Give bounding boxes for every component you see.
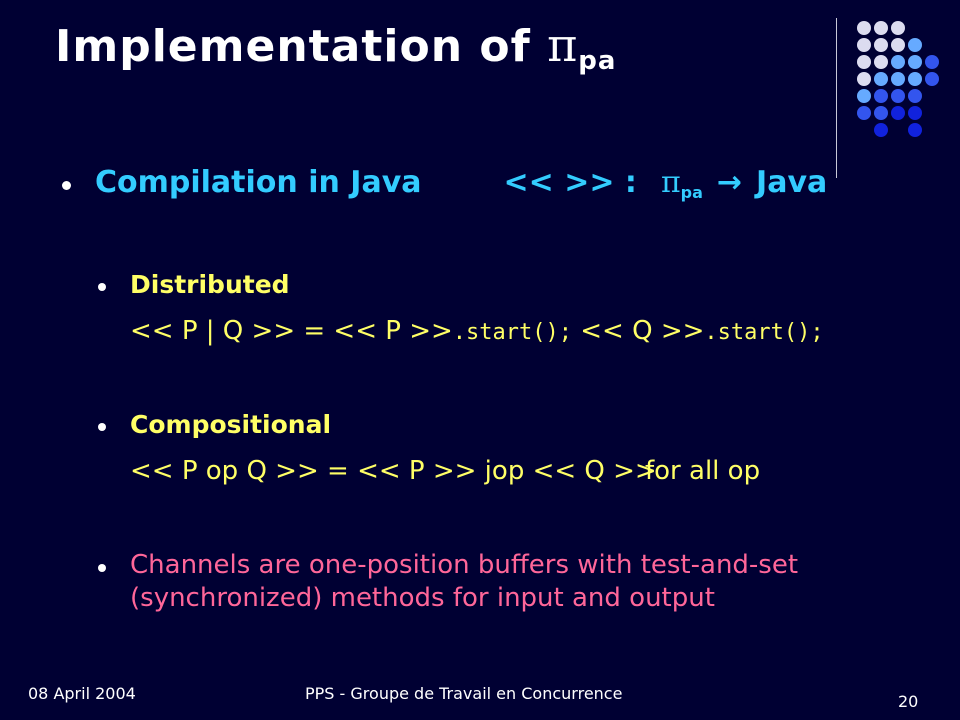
- decor-dot: [857, 72, 871, 86]
- arrow-icon: →: [716, 165, 743, 200]
- decor-dot: [874, 72, 888, 86]
- compositional-formula: << P op Q >> = << P >> jop << Q >>: [130, 456, 657, 486]
- bullet-dot: [98, 423, 106, 431]
- compilation-target: Java: [756, 165, 828, 200]
- decor-dot: [874, 123, 888, 137]
- distributed-formula: << P | Q >> = << P >>.start(); << Q >>.s…: [130, 316, 824, 346]
- compositional-note: for all op: [645, 456, 761, 486]
- decor-dot: [874, 89, 888, 103]
- distributed-code-1: .start();: [452, 320, 572, 345]
- bullet-dot: [62, 181, 71, 190]
- distributed-q: << Q >>: [580, 316, 705, 346]
- decor-dot: [908, 89, 922, 103]
- decor-dot: [874, 38, 888, 52]
- decor-vertical-line: [836, 18, 837, 178]
- channels-line-1: Channels are one-position buffers with t…: [130, 550, 799, 580]
- distributed-lhs: << P | Q >> =: [130, 316, 326, 346]
- footer-page-number: 20: [898, 692, 919, 711]
- pi-subscript: pa: [680, 183, 703, 202]
- distributed-p: << P >>: [333, 316, 453, 346]
- channels-line-2: (synchronized) methods for input and out…: [130, 583, 715, 613]
- bullet-compilation: Compilation in Java << >> : πpa → Java: [95, 165, 827, 202]
- decor-dot: [908, 38, 922, 52]
- decor-dot: [857, 55, 871, 69]
- decor-dot: [925, 55, 939, 69]
- decor-dot: [891, 89, 905, 103]
- decor-dot: [908, 106, 922, 120]
- slide-title: Implementation of πpa: [55, 18, 616, 76]
- decor-dot: [908, 72, 922, 86]
- title-subscript: pa: [578, 46, 617, 76]
- bullet-dot: [98, 564, 106, 572]
- decor-dot: [891, 55, 905, 69]
- decor-dot: [891, 106, 905, 120]
- decor-dot: [857, 89, 871, 103]
- compilation-brackets: << >> :: [503, 165, 637, 200]
- compositional-heading: Compositional: [130, 410, 332, 439]
- decor-dot: [908, 123, 922, 137]
- decor-dot: [891, 38, 905, 52]
- decor-dot: [874, 21, 888, 35]
- compilation-label: Compilation in Java: [95, 165, 422, 200]
- footer-date: 08 April 2004: [28, 684, 136, 703]
- pi-symbol: π: [660, 165, 681, 200]
- decor-dot: [857, 38, 871, 52]
- decor-dot: [908, 55, 922, 69]
- title-text: Implementation of: [55, 21, 548, 72]
- decor-dot: [891, 72, 905, 86]
- decor-dot: [891, 21, 905, 35]
- footer-title: PPS - Groupe de Travail en Concurrence: [305, 684, 623, 703]
- distributed-code-2: .start();: [704, 320, 824, 345]
- decor-dot: [925, 72, 939, 86]
- distributed-heading: Distributed: [130, 270, 290, 299]
- decor-dot: [874, 106, 888, 120]
- decor-dot: [874, 55, 888, 69]
- bullet-dot: [98, 283, 106, 291]
- decor-dot: [857, 106, 871, 120]
- decor-dot: [857, 21, 871, 35]
- pi-symbol: π: [547, 18, 579, 72]
